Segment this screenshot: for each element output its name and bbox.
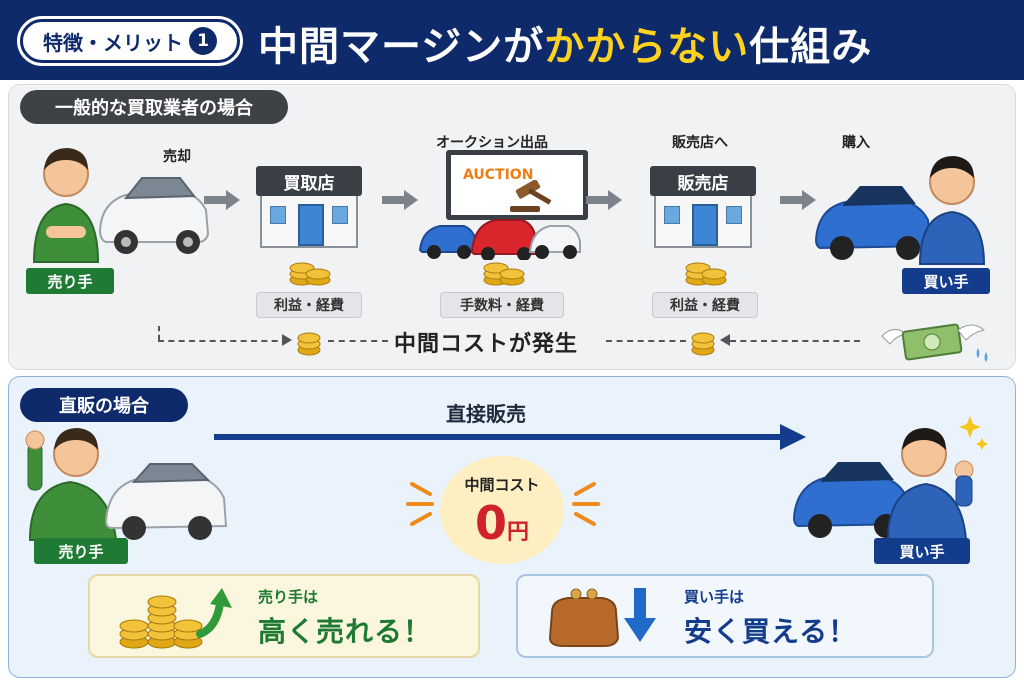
white-car-icon [528, 225, 581, 259]
buyer-with-car-illustration [792, 416, 988, 541]
arrow-right-icon [586, 190, 622, 210]
buyer-shop-sign: 買取店 [256, 166, 362, 196]
white-car-icon [98, 177, 210, 254]
header-bar: 特徴・メリット 1 中間マージンがかからない仕組み [0, 0, 1024, 80]
step-label-to-dealer: 販売店へ [672, 135, 728, 151]
dashed-line-tick [158, 326, 160, 340]
arrow-head-icon [720, 334, 730, 346]
buyer-role-badge: 買い手 [874, 538, 970, 564]
zero-cost-circle: 中間コスト 0円 [440, 456, 564, 564]
direct-sale-arrow-icon [214, 424, 806, 450]
coin-stack-icon [483, 262, 525, 286]
dealer-shop-sign: 販売店 [650, 166, 756, 196]
step-label-purchase: 購入 [842, 135, 870, 151]
shop-facade [654, 196, 752, 248]
coins-up-arrow-icon [119, 588, 232, 649]
zero-cost-value: 0 [474, 496, 507, 550]
seller-person-icon [25, 428, 118, 541]
blue-car-icon [418, 225, 477, 259]
arrow-head-icon [282, 334, 292, 346]
flying-money-icon [881, 323, 988, 362]
sparkle-lines-icon [572, 482, 600, 526]
blue-car-icon [814, 186, 932, 260]
dealer-shop-building: 販売店 [650, 166, 756, 248]
buyer-benefit-title: 安く買える！ [684, 615, 858, 648]
buyer-role-badge: 買い手 [902, 268, 990, 294]
buyer-with-car-illustration [814, 156, 986, 265]
window-icon [726, 206, 742, 224]
arrow-right-icon [204, 190, 240, 210]
window-icon [332, 206, 348, 224]
door-icon [692, 204, 718, 246]
coin-stack-icon [691, 332, 715, 356]
coin-stack-icon [685, 262, 727, 286]
title-part2: 仕組み [749, 24, 873, 70]
cost-label-dealer: 利益・経費 [652, 292, 758, 318]
cost-label-auction: 手数料・経費 [440, 292, 564, 318]
general-case-heading: 一般的な買取業者の場合 [20, 90, 288, 124]
gavel-icon [510, 180, 552, 212]
dashed-line-right [730, 340, 860, 342]
title-part1: 中間マージンが [258, 24, 545, 70]
buyer-benefit-box: 買い手は 安く買える！ [516, 574, 934, 658]
seller-role-badge: 売り手 [34, 538, 128, 564]
arrow-right-icon [780, 190, 816, 210]
step-label-sell: 売却 [163, 149, 191, 165]
auction-board-text: AUCTION [463, 167, 534, 183]
middle-cost-text: 中間コストが発生 [394, 332, 579, 357]
seller-benefit-box: 売り手は 高く売れる！ [88, 574, 480, 658]
seller-person-icon [32, 148, 100, 263]
direct-case-heading: 直販の場合 [20, 388, 188, 422]
coin-stack-icon [289, 262, 331, 286]
dashed-line-left [158, 340, 288, 342]
door-icon [298, 204, 324, 246]
white-car-icon [104, 463, 228, 540]
purse-down-arrow-icon [548, 588, 656, 647]
page-title: 中間マージンがかからない仕組み [258, 14, 872, 72]
dashed-line-mid-right [606, 340, 686, 342]
seller-benefit-subtitle: 売り手は [258, 588, 319, 606]
buyer-person-icon [918, 156, 986, 265]
arrow-right-icon [382, 190, 418, 210]
coin-stack-icon [297, 332, 321, 356]
sparkle-lines-icon [406, 482, 434, 526]
feature-badge-label: 特徴・メリット [43, 30, 183, 55]
feature-badge: 特徴・メリット 1 [20, 19, 240, 63]
cost-label-buyer-shop: 利益・経費 [256, 292, 362, 318]
seller-benefit-title: 高く売れる！ [258, 615, 433, 648]
buyer-person-icon [886, 428, 974, 541]
buyer-benefit-subtitle: 買い手は [684, 588, 745, 606]
window-icon [270, 206, 286, 224]
auction-cars-illustration [418, 219, 581, 260]
blue-car-icon [792, 462, 910, 538]
dashed-line-mid-left [328, 340, 388, 342]
zero-cost-amount: 0円 [440, 496, 564, 550]
window-icon [664, 206, 680, 224]
direct-sale-label: 直接販売 [446, 402, 526, 426]
zero-cost-title: 中間コスト [464, 476, 540, 494]
feature-badge-number: 1 [189, 27, 217, 55]
seller-with-car-illustration [32, 148, 210, 263]
sparkle-icon [959, 416, 988, 450]
seller-role-badge: 売り手 [26, 268, 114, 294]
zero-cost-unit: 円 [507, 520, 530, 545]
seller-with-car-illustration [25, 428, 228, 541]
buyer-shop-building: 買取店 [256, 166, 362, 248]
title-highlight: かからない [544, 24, 750, 70]
step-label-auction: オークション出品 [436, 135, 548, 151]
shop-facade [260, 196, 358, 248]
